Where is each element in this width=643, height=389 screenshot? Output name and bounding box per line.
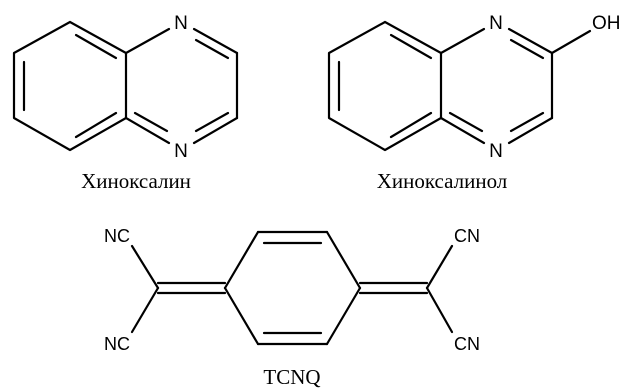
quinoxalinol-double-bond bbox=[448, 111, 484, 133]
quinoxaline-double-bond bbox=[133, 111, 169, 133]
quinoxaline-benzene-double-bond bbox=[74, 111, 118, 139]
tcnq-caption: TCNQ bbox=[263, 365, 320, 389]
quinoxaline-structure: N N bbox=[12, 13, 239, 162]
quinoxaline-benzene-double-bond bbox=[74, 33, 118, 60]
tcnq-ring-bond bbox=[325, 230, 362, 290]
quinoxalinol-caption: Хиноксалинол bbox=[377, 169, 508, 193]
quinoxalinol-benzene-ring bbox=[327, 20, 443, 152]
quinoxaline-bond bbox=[124, 116, 171, 145]
tcnq-ring-bond bbox=[223, 286, 260, 346]
tcnq-group-top-right: CN bbox=[454, 226, 480, 246]
quinoxaline-caption: Хиноксалин bbox=[81, 169, 191, 193]
quinoxaline-bond bbox=[192, 27, 239, 55]
quinoxaline-atom-n-bottom: N bbox=[174, 141, 188, 162]
quinoxalinol-bond bbox=[507, 27, 554, 55]
quinoxaline-double-bond bbox=[194, 38, 230, 60]
tcnq-cyano-bond bbox=[130, 244, 160, 290]
quinoxaline-atom-n-top: N bbox=[174, 13, 188, 34]
quinoxalinol-double-bond bbox=[509, 38, 545, 60]
quinoxalinol-double-bond bbox=[509, 111, 545, 133]
quinoxalinol-bond bbox=[439, 116, 486, 145]
tcnq-structure: NC NC CN CN bbox=[104, 226, 480, 354]
tcnq-ring-bond bbox=[325, 286, 362, 346]
tcnq-cyano-bond bbox=[130, 286, 160, 334]
tcnq-group-bottom-right: CN bbox=[454, 334, 480, 354]
quinoxalinol-bond bbox=[439, 27, 486, 55]
quinoxalinol-oh-bond bbox=[550, 29, 592, 55]
tcnq-cyano-bond bbox=[425, 286, 454, 334]
quinoxaline-benzene-ring bbox=[12, 20, 128, 152]
quinoxalinol-benzene-double-bond bbox=[389, 111, 433, 139]
quinoxaline-double-bond bbox=[194, 111, 230, 133]
tcnq-ring-bond bbox=[223, 230, 260, 290]
quinoxalinol-oh-label: OH bbox=[592, 13, 621, 34]
quinoxalinol-atom-n-bottom: N bbox=[489, 141, 503, 162]
tcnq-cyano-bond bbox=[425, 244, 454, 290]
tcnq-group-bottom-left: NC bbox=[104, 334, 130, 354]
quinoxalinol-benzene-double-bond bbox=[389, 33, 433, 60]
tcnq-group-top-left: NC bbox=[104, 226, 130, 246]
quinoxalinol-bond bbox=[507, 116, 554, 145]
quinoxaline-bond bbox=[124, 27, 171, 55]
quinoxaline-bond bbox=[192, 116, 239, 145]
quinoxalinol-atom-n-top: N bbox=[489, 13, 503, 34]
quinoxalinol-structure: N N OH bbox=[327, 13, 621, 162]
